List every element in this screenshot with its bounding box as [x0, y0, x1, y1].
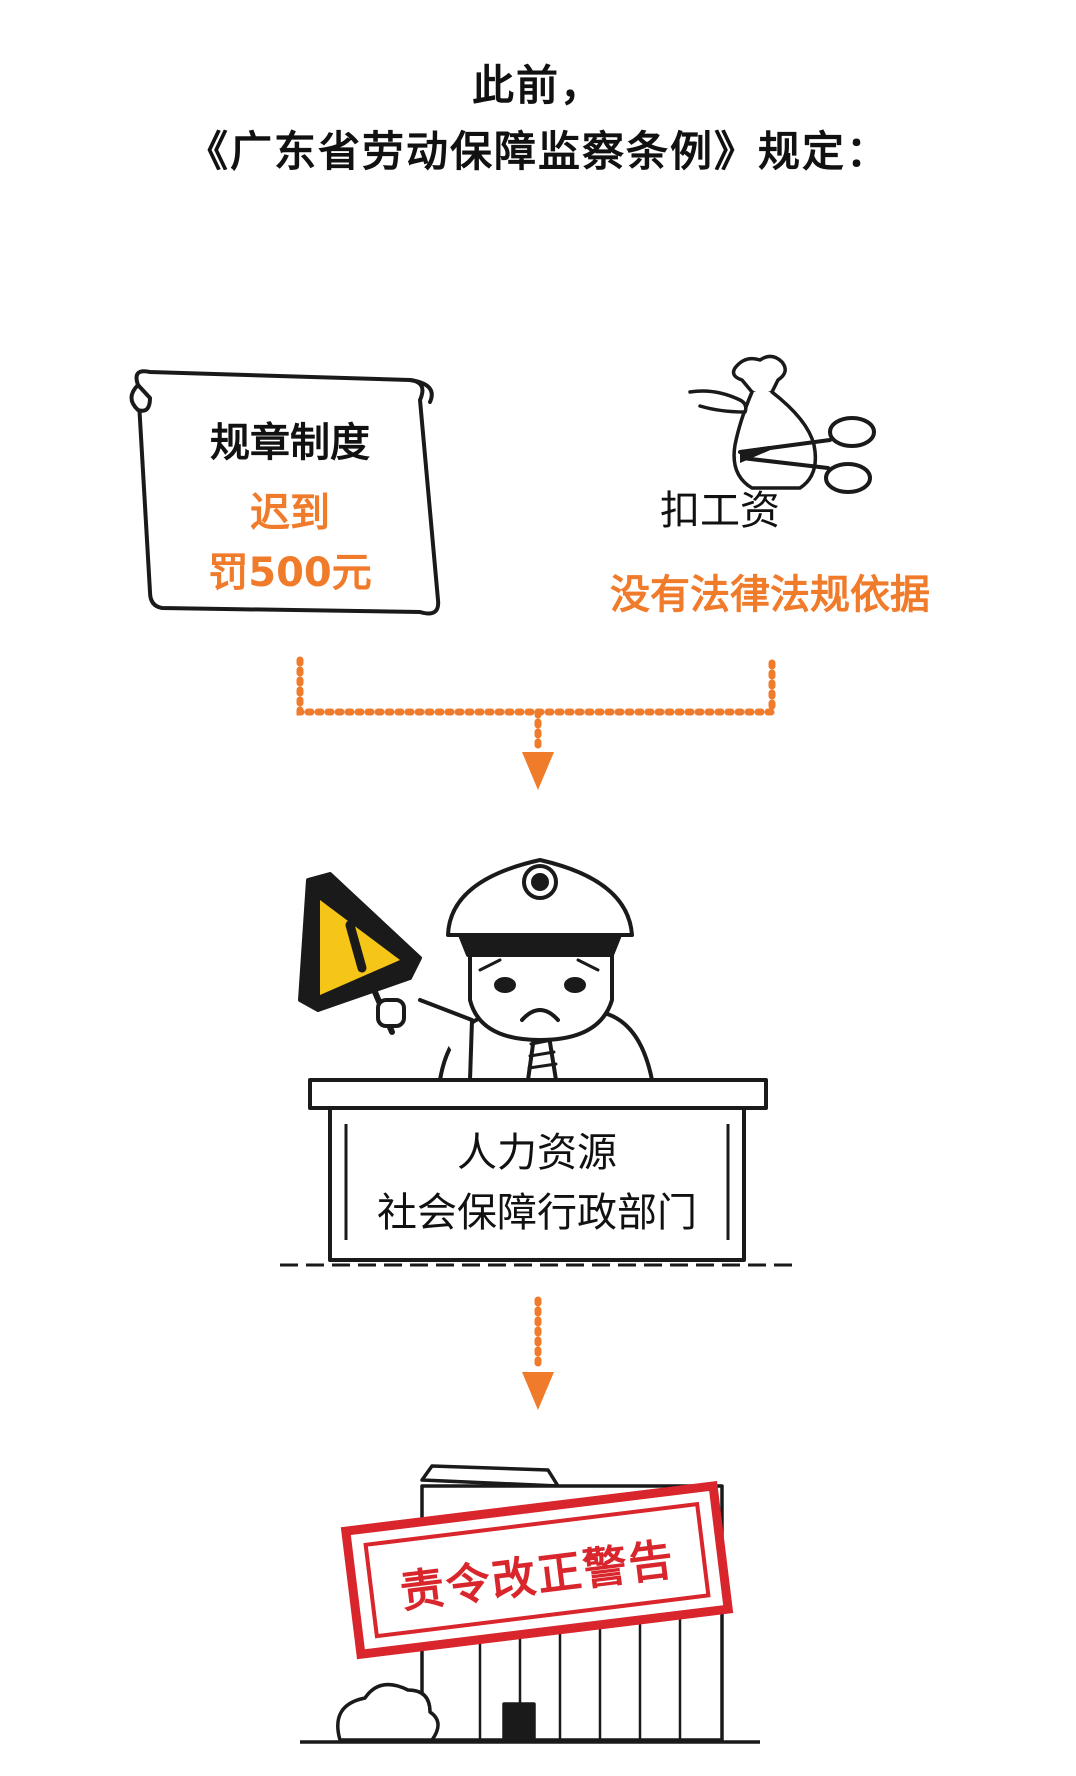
right-card-highlight: 没有法律法规依据: [610, 572, 930, 618]
scissors-icon: [738, 416, 876, 494]
down-arrow: [522, 752, 554, 1410]
desk-line-2: 社会保障行政部门: [377, 1190, 697, 1236]
desk-line-1: 人力资源: [457, 1130, 617, 1176]
header-line-1: 此前，: [471, 61, 604, 110]
police-officer-illustration: [418, 858, 654, 1082]
desk: [280, 1078, 800, 1267]
paper-scroll-icon: [129, 369, 441, 616]
left-card-highlight-2: 罚500元: [208, 550, 372, 596]
left-card-highlight-1: 迟到: [250, 490, 330, 536]
header-line-2: 《广东省劳动保障监察条例》规定：: [185, 127, 890, 176]
money-bag-icon: [688, 354, 818, 490]
warning-sign-icon: [298, 872, 422, 1035]
right-card-title: 扣工资: [660, 488, 780, 534]
stamp: [340, 1481, 734, 1660]
connector-dotted-lines: [296, 656, 776, 1374]
left-card-title: 规章制度: [210, 420, 370, 466]
